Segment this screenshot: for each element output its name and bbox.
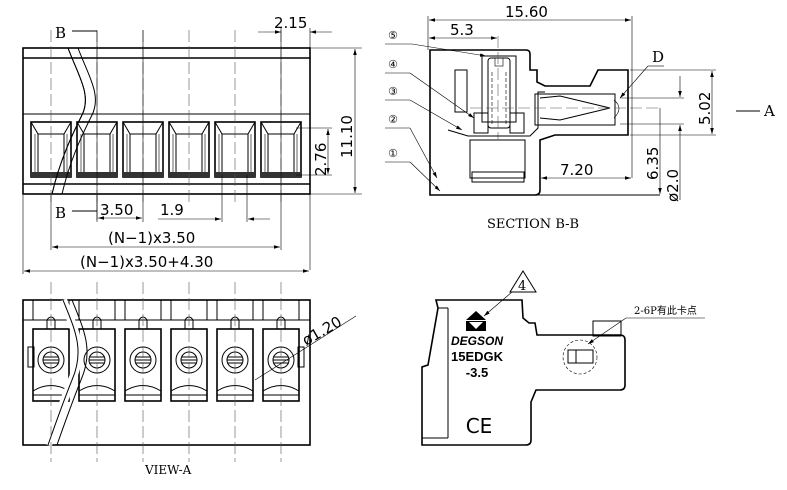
wire-openings (30, 121, 302, 178)
dim-2-15: 2.15 (274, 14, 307, 32)
degson-logo-icon (466, 311, 486, 331)
pole-centerlines (50, 282, 282, 462)
ce-mark: CE (466, 414, 493, 438)
side-tab-left (27, 346, 35, 368)
side-tab-right (297, 346, 305, 368)
lower-cavity (469, 139, 526, 179)
latch-detail-circle (562, 339, 598, 375)
latch-tab (592, 320, 622, 337)
dim-6-35: 6.35 (644, 147, 662, 180)
svg-text:⑤: ⑤ (388, 29, 398, 42)
latch-note: 2-6P有此卡点 (634, 304, 697, 317)
note-triangle-icon (509, 270, 537, 293)
dim-overall: (N−1)x3.50+4.30 (80, 253, 213, 271)
leader (483, 291, 513, 317)
detail-d-arc (613, 99, 620, 119)
break-line-left (51, 47, 86, 195)
brand-label: DEGSON (451, 334, 503, 348)
callout-5: ⑤ (385, 29, 487, 57)
conductor-strip (447, 91, 545, 137)
dim-2-76: 2.76 (312, 143, 330, 176)
section-label-b-top: B (55, 24, 66, 42)
callout-1: ① (385, 147, 441, 192)
svg-text:③: ③ (388, 85, 398, 98)
view-a-label: A (763, 102, 775, 120)
clamp-block-left (473, 112, 489, 134)
screw-slot (494, 57, 504, 67)
note-marker: 4 (518, 279, 526, 294)
leader (619, 65, 649, 99)
pole-centerlines (50, 30, 282, 205)
svg-text:④: ④ (388, 58, 398, 71)
break-line-right (61, 47, 96, 195)
section-label-b-bottom: B (55, 204, 66, 222)
svg-text:①: ① (388, 147, 398, 160)
dim-7-20: 7.20 (560, 161, 593, 179)
clamp-block-right (509, 112, 525, 134)
model-label: 15EDGK (451, 349, 504, 364)
housing-section (429, 49, 629, 196)
wire-entry-cavity (534, 93, 616, 126)
dim-1-9: 1.9 (160, 201, 184, 219)
section-title: SECTION B-B (487, 217, 579, 232)
dim-dia-2-0: ø2.0 (664, 169, 682, 202)
leader (587, 317, 627, 345)
dim-5-02: 5.02 (696, 92, 714, 125)
dim-dia-1-20: ø1.20 (299, 313, 345, 350)
pitch-label: -3.5 (466, 365, 488, 380)
section-view: 15.60 5.3 7.20 5.02 6.35 ø2.0 D A ⑤ (385, 3, 775, 232)
dim-centers: (N−1)x3.50 (108, 229, 195, 247)
dim-11-10: 11.10 (338, 115, 356, 158)
view-a-title: VIEW-A (144, 463, 192, 477)
callout-2: ② (385, 113, 438, 179)
latch-point (567, 349, 594, 364)
dim-5-3: 5.3 (450, 21, 474, 39)
view-a: ø1.20 VIEW-A (22, 282, 357, 477)
callout-4: ④ (385, 58, 475, 119)
leader (254, 315, 357, 381)
callout-3: ③ (385, 85, 463, 131)
side-cavity (454, 69, 468, 113)
screw (487, 57, 511, 129)
detail-label-d: D (652, 48, 664, 66)
top-view: B B 2.15 11.10 2.76 3.50 1.9 (22, 14, 362, 274)
break-line-left (47, 299, 79, 446)
view-a-body-outline (22, 299, 311, 446)
dim-3-50: 3.50 (100, 201, 133, 219)
screw-cavity (481, 55, 517, 123)
side-view: DEGSON 15EDGK -3.5 CE 4 2-6P有此卡点 (421, 270, 705, 446)
svg-text:②: ② (388, 113, 398, 126)
break-line-right (56, 299, 88, 446)
dim-15-60: 15.60 (505, 3, 548, 21)
housing-side-outline (421, 299, 626, 446)
contact-base (471, 171, 525, 183)
